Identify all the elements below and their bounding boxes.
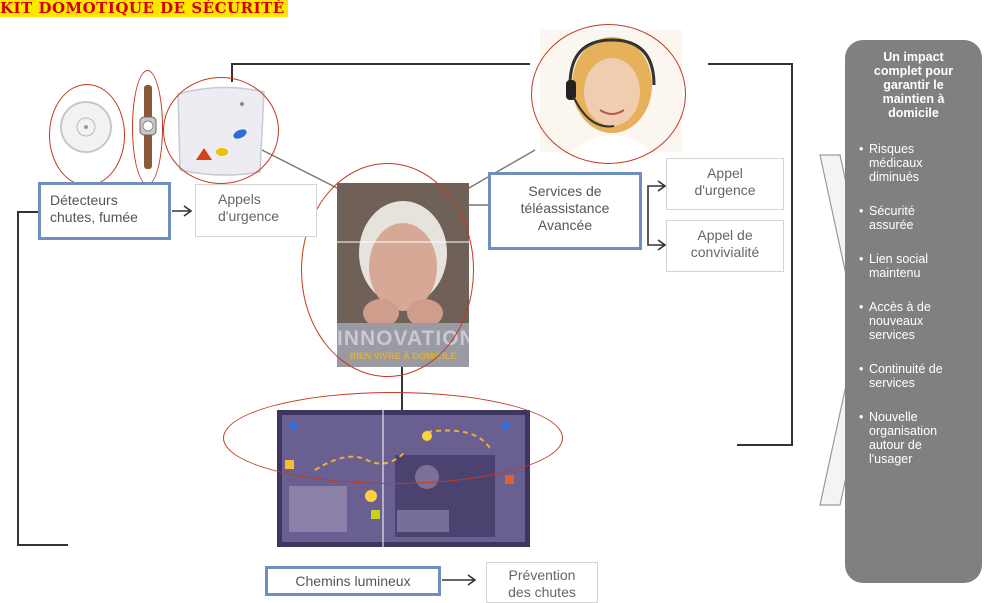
bullet-icon: • [859, 252, 864, 266]
highlight-alarm-base [163, 77, 279, 184]
bullet-icon: • [859, 142, 864, 156]
impact-heading: Un impact complet pour garantir le maint… [873, 50, 954, 120]
bullet-icon: • [859, 204, 864, 218]
box-chemins-lumineux: Chemins lumineux [265, 566, 441, 596]
box-appels-urgence: Appels d'urgence [195, 184, 317, 237]
box-services-teleassistance: Services de téléassistance Avancée [488, 172, 642, 250]
highlight-operator [531, 24, 686, 164]
box-appel-urgence: Appel d'urgence [666, 158, 784, 210]
impact-item: • Nouvelle organisation autour de l'usag… [859, 410, 938, 466]
impact-item: • Risques médicaux diminués [859, 142, 923, 184]
impact-item: • Lien social maintenu [859, 252, 929, 280]
box-appel-convivialite: Appel de convivialité [666, 220, 784, 272]
bullet-icon: • [859, 300, 864, 314]
bullet-icon: • [859, 362, 864, 376]
page-title: KIT DOMOTIQUE DE SÉCURITÉ [0, 0, 288, 17]
highlight-floor-plan [223, 392, 563, 484]
highlight-watch [132, 70, 163, 185]
impact-item: • Continuité de services [859, 362, 943, 390]
impact-panel: Un impact complet pour garantir le maint… [845, 40, 982, 583]
box-prevention-chutes: Prévention des chutes [486, 562, 598, 603]
highlight-smoke-detector [49, 84, 125, 186]
impact-item: • Accès à de nouveaux services [859, 300, 931, 342]
box-detecteurs: Détecteurs chutes, fumée [38, 182, 171, 240]
highlight-elderly-woman [301, 163, 474, 377]
impact-item: • Sécurité assurée [859, 204, 915, 232]
bullet-icon: • [859, 410, 864, 424]
